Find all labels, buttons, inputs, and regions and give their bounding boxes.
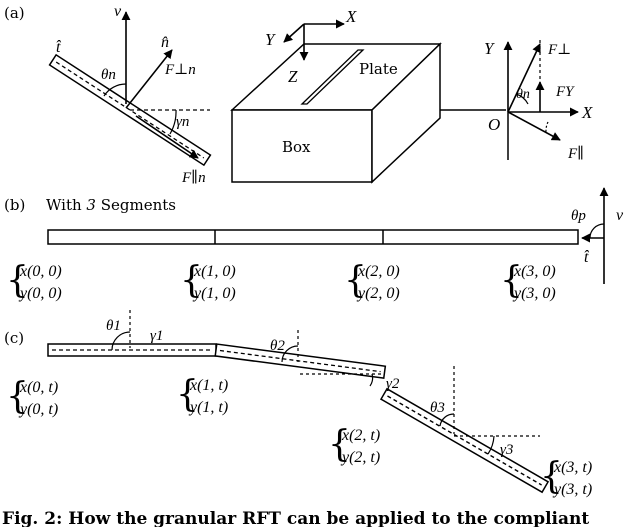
coord-x: x(1, 0): [193, 263, 236, 280]
coord-pair-c3: { x(3, t) y(3, t): [540, 456, 592, 498]
gamma-1-label: γ1: [150, 328, 163, 344]
coord-y: y(1, t): [188, 399, 228, 416]
segment-1: [47, 343, 217, 357]
coord-y: y(1, 0): [192, 285, 236, 302]
coord-x: x(2, t): [341, 427, 380, 444]
plate-slot: [300, 49, 365, 105]
box: [230, 42, 442, 184]
coord-y: y(3, t): [552, 481, 592, 498]
box-Y-axis: [283, 23, 305, 43]
coord-x: x(0, 0): [19, 263, 62, 280]
coord-y: y(2, 0): [356, 285, 400, 302]
brace: {: [176, 374, 199, 415]
gamma-n-arc: [169, 109, 177, 135]
theta-1-label: θ1: [106, 318, 121, 334]
box-Z-label: Z: [288, 67, 298, 86]
theta-1-arc: [111, 331, 131, 351]
panel-c-label: (c): [4, 329, 24, 347]
b-t-hat-label: t̂: [584, 249, 589, 266]
v-label: v: [114, 3, 122, 20]
coord-pair-c0: { x(0, t) y(0, t): [6, 376, 58, 418]
F-perp-n-label: F⊥n: [164, 62, 196, 78]
n-hat-label: n̂: [161, 34, 169, 51]
theta-n-arc-right: [515, 93, 529, 105]
coord-y: y(3, 0): [512, 285, 556, 302]
F-parallel-label: F∥: [567, 145, 584, 162]
origin-label: O: [488, 115, 500, 134]
panel-a-label: (a): [4, 4, 25, 22]
F-perp-label: F⊥: [547, 42, 571, 58]
coord-pair-b2: { x(2, 0) y(2, 0): [344, 260, 400, 302]
panel-b-label: (b): [4, 196, 25, 214]
gamma-3-arc: [487, 435, 495, 455]
brace: {: [500, 260, 523, 301]
coord-pair-b0: { x(0, 0) y(0, 0): [6, 260, 62, 302]
F-parallel-n-arrow: [135, 115, 199, 159]
theta-3-arc: [439, 413, 455, 427]
rod-3-segments: [47, 229, 579, 245]
gamma-3-label: γ3: [500, 442, 513, 458]
box-Y-label: Y: [265, 30, 276, 49]
theta-2-label: θ2: [270, 338, 285, 354]
brace: {: [180, 260, 203, 301]
coord-y: y(2, t): [340, 449, 380, 466]
F-perp-arrow: [507, 43, 541, 113]
brace: {: [540, 456, 563, 497]
brace: {: [6, 260, 29, 301]
theta-n-label: θn: [101, 67, 116, 83]
box-label: Box: [282, 138, 311, 156]
right-Y-label: Y: [484, 39, 495, 58]
brace: {: [328, 424, 351, 465]
coord-x: x(3, 0): [513, 263, 556, 280]
theta-p-label: θp: [571, 208, 586, 224]
gamma-arc-right: [545, 121, 549, 133]
coord-pair-b1: { x(1, 0) y(1, 0): [180, 260, 236, 302]
F-Y-label: FY: [555, 84, 575, 100]
theta-p-arc: [589, 223, 605, 239]
t-hat-label: t̂: [56, 39, 61, 56]
b-v-label: v: [616, 207, 624, 224]
plate-label: Plate: [359, 60, 398, 78]
coord-x: x(1, t): [189, 377, 228, 394]
coord-pair-c1: { x(1, t) y(1, t): [176, 374, 228, 416]
n-hat-arrow: [125, 49, 173, 109]
theta-3-label: θ3: [430, 400, 445, 416]
coord-x: x(0, t): [19, 379, 58, 396]
coord-pair-c2: { x(2, t) y(2, t): [328, 424, 380, 466]
theta-n-right-label: θn: [516, 87, 530, 102]
segment-2: [214, 343, 387, 379]
coord-y: y(0, t): [18, 401, 58, 418]
coord-x: x(2, 0): [357, 263, 400, 280]
coord-pair-b3: { x(3, 0) y(3, 0): [500, 260, 556, 302]
gamma-2-label: γ2: [386, 376, 400, 392]
theta-2-arc: [281, 345, 299, 363]
gamma-2-arc: [369, 373, 374, 387]
right-X-label: X: [581, 103, 593, 122]
gamma-n-label: γn: [176, 114, 189, 130]
F-parallel-arrow: [507, 111, 561, 141]
segment-3: [379, 387, 550, 494]
theta-n-arc: [103, 83, 127, 97]
brace: {: [344, 260, 367, 301]
figure-caption: Fig. 2: How the granular RFT can be appl…: [2, 509, 589, 527]
brace: {: [6, 376, 29, 417]
coord-x: x(3, t): [553, 459, 592, 476]
panel-b-caption: With 3 Segments: [46, 196, 176, 214]
F-parallel-n-label: F∥n: [181, 169, 206, 186]
box-X-label: X: [345, 7, 357, 26]
coord-y: y(0, 0): [18, 285, 62, 302]
